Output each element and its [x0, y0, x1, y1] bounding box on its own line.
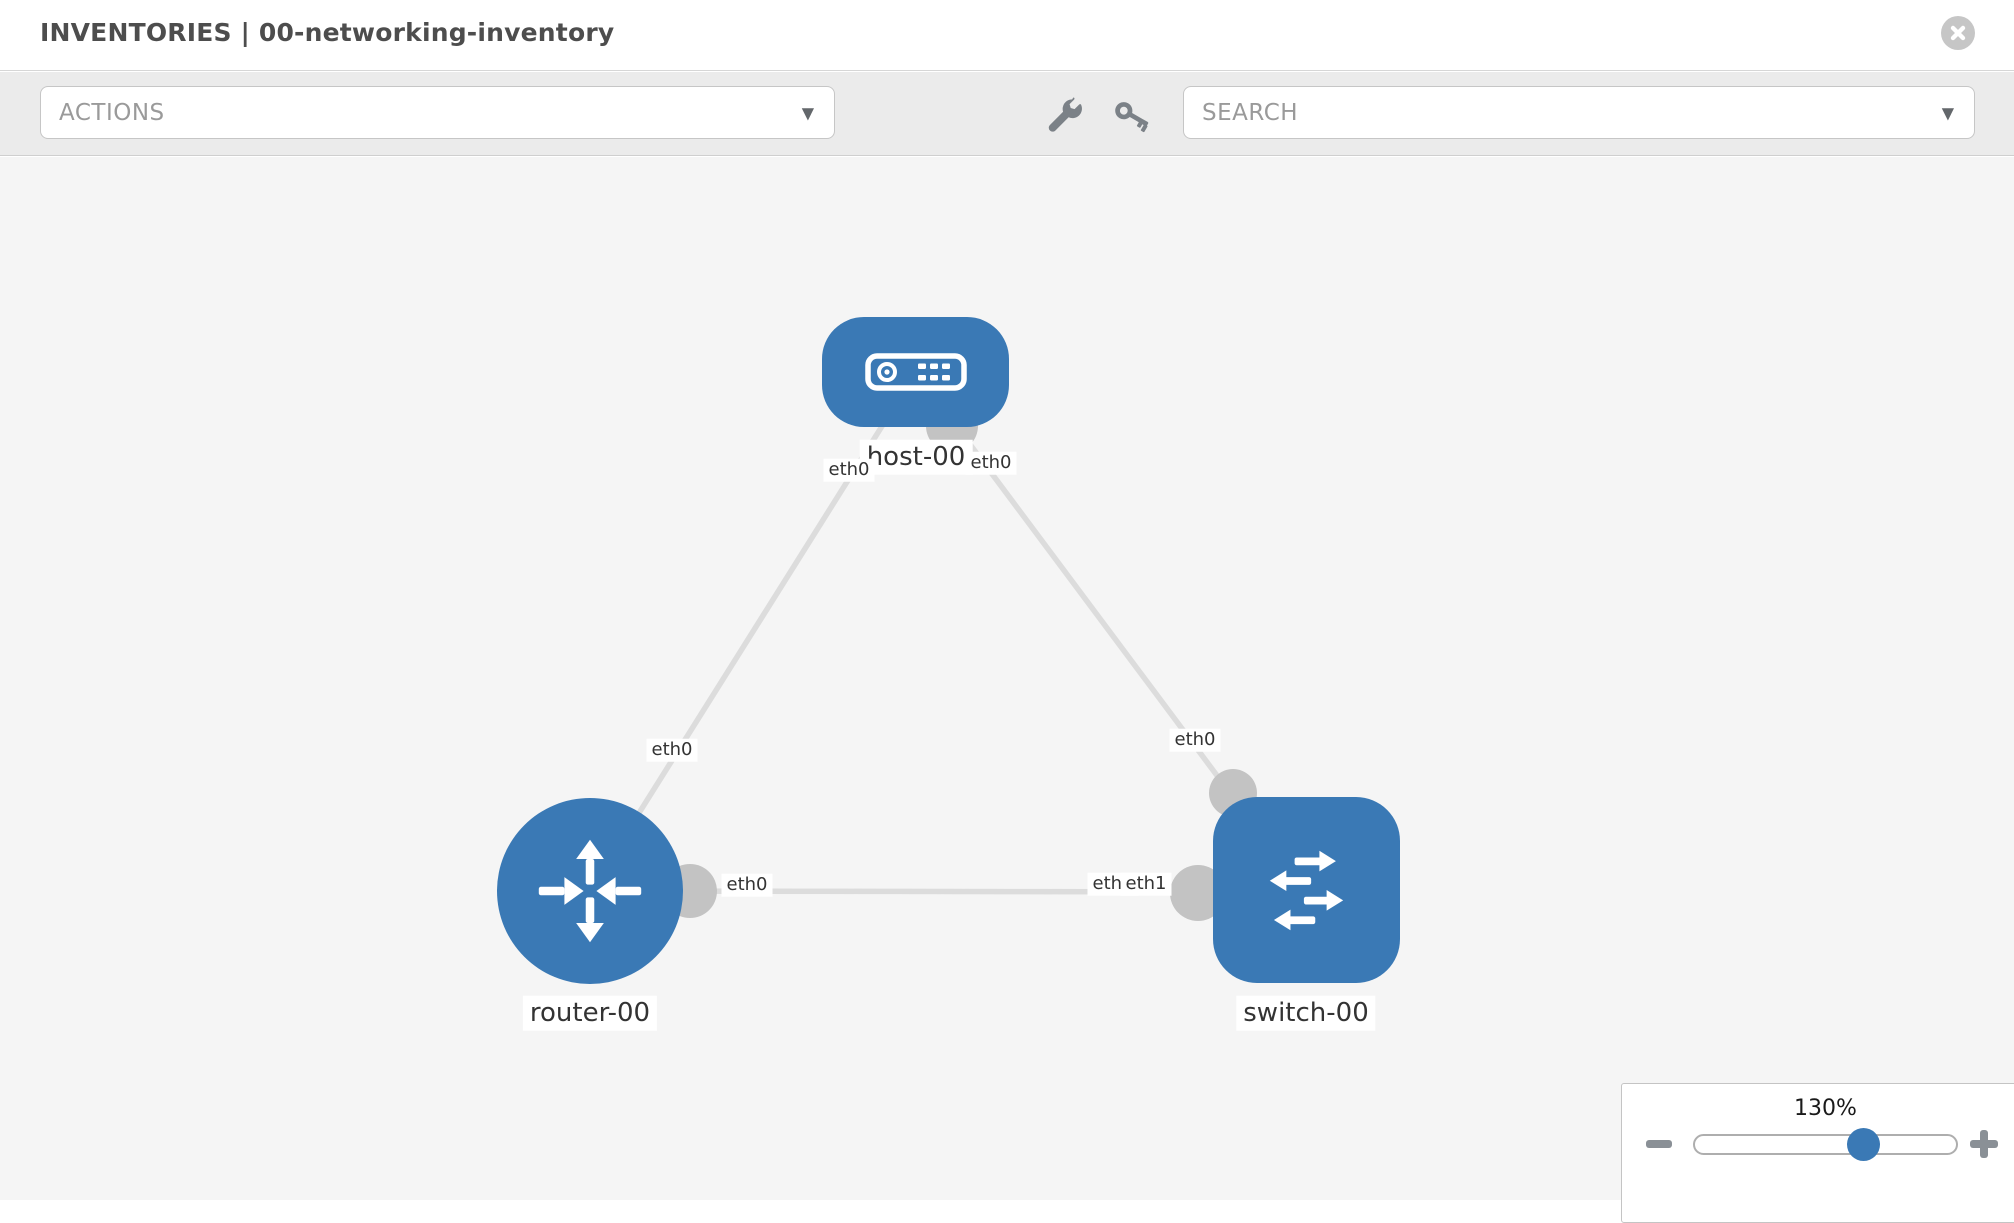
actions-dropdown-label: ACTIONS — [59, 99, 165, 126]
credentials-button[interactable] — [1111, 94, 1155, 138]
chevron-down-icon: ▼ — [801, 103, 814, 122]
zoom-level-value: 130% — [1794, 1096, 1857, 1121]
chevron-down-icon: ▼ — [1941, 103, 1954, 122]
configure-button[interactable] — [1043, 94, 1087, 138]
switch-icon — [1269, 850, 1343, 931]
key-icon — [1115, 102, 1149, 133]
actions-dropdown[interactable]: ACTIONS ▼ — [40, 86, 835, 139]
node-label-host: host-00 — [859, 439, 973, 475]
host-icon — [864, 353, 967, 391]
node-router-00[interactable] — [497, 798, 683, 984]
interface-label: eth0 — [721, 873, 773, 897]
plus-icon — [1970, 1130, 1998, 1158]
node-label-router: router-00 — [522, 995, 658, 1031]
zoom-in-button[interactable] — [1970, 1130, 1998, 1158]
node-switch-00[interactable] — [1213, 797, 1400, 983]
zoom-slider-track[interactable] — [1693, 1134, 1958, 1155]
minus-icon — [1646, 1140, 1672, 1148]
zoom-slider-thumb[interactable] — [1847, 1128, 1880, 1161]
search-input[interactable] — [1202, 87, 1932, 138]
interface-label: eth1 — [1120, 872, 1172, 896]
wrench-icon — [1048, 97, 1082, 132]
node-host-00[interactable] — [822, 317, 1009, 427]
interface-label: eth0 — [965, 451, 1017, 475]
close-icon — [1950, 25, 1966, 41]
zoom-control-panel: 130% — [1621, 1083, 2014, 1223]
interface-label: eth0 — [646, 738, 698, 762]
header: INVENTORIES | 00-networking-inventory — [0, 0, 2014, 71]
page-title: INVENTORIES | 00-networking-inventory — [40, 18, 615, 47]
search-dropdown[interactable]: ▼ — [1183, 86, 1975, 139]
connector-dot-switch-left — [1170, 865, 1226, 921]
zoom-out-button[interactable] — [1646, 1130, 1672, 1148]
topology-edges-layer — [587, 370, 1307, 921]
interface-label: eth0 — [1169, 728, 1221, 752]
router-icon — [538, 839, 642, 943]
topology-canvas[interactable]: host-00 router-00 switch-00 eth0 eth0 et… — [0, 157, 2014, 1223]
close-button[interactable] — [1941, 16, 1975, 50]
interface-label: eth0 — [823, 458, 875, 482]
node-label-switch: switch-00 — [1236, 995, 1376, 1031]
toolbar: ACTIONS ▼ ▼ — [0, 72, 2014, 156]
